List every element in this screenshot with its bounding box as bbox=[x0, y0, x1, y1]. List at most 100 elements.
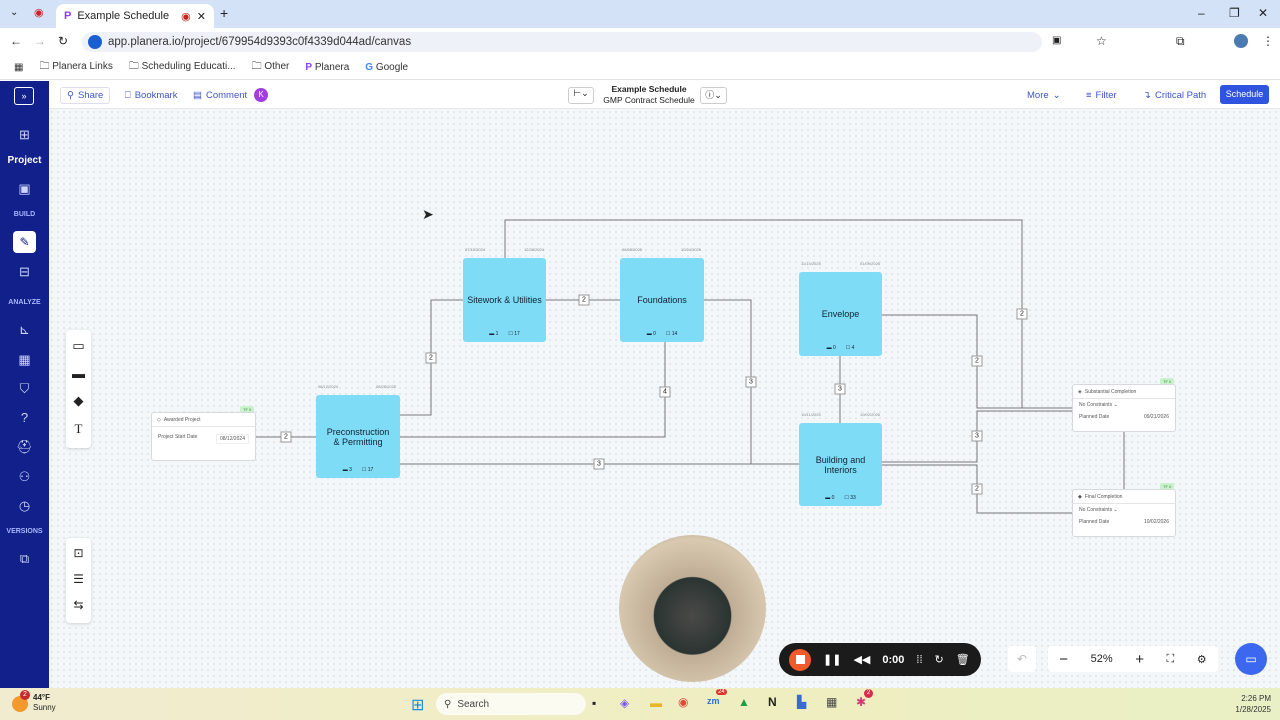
dashboard-icon[interactable]: ▣ bbox=[18, 181, 31, 196]
reroute-icon[interactable]: ⇆ bbox=[73, 598, 84, 612]
bookmark-scheduling[interactable]: 🗀 Scheduling Educati... bbox=[128, 61, 236, 72]
windows-start-icon[interactable]: ⊞ bbox=[411, 697, 425, 714]
taskbar-search[interactable]: ⚲Search bbox=[436, 693, 586, 715]
close-tab-icon[interactable]: ✕ bbox=[196, 10, 206, 23]
task-preconstruction[interactable]: Preconstruction & Permitting ▬ 3☐ 17 bbox=[316, 395, 400, 478]
clipboard-icon[interactable]: ▣ bbox=[1052, 35, 1062, 46]
grid-icon[interactable]: ⊞ bbox=[19, 127, 30, 142]
lag-label[interactable]: 2 bbox=[971, 483, 983, 495]
undo-button[interactable]: ↶ bbox=[1008, 646, 1036, 672]
tab-list-icon[interactable]: ⌄ bbox=[10, 7, 19, 18]
bookmark-google[interactable]: G Google bbox=[365, 62, 409, 73]
slack-icon[interactable]: ✱ bbox=[856, 695, 867, 709]
copilot-icon[interactable]: ◈ bbox=[620, 696, 630, 710]
calculator-icon[interactable]: ▦ bbox=[826, 695, 838, 709]
critical-path-button[interactable]: ↴Critical Path bbox=[1143, 90, 1207, 101]
shield-icon[interactable]: ⛉ bbox=[19, 381, 30, 396]
back-icon[interactable]: ← bbox=[10, 34, 22, 48]
constraint-dropdown[interactable]: No Constraints ⌄ bbox=[1079, 507, 1118, 513]
restore-button[interactable]: ❐ bbox=[1229, 6, 1240, 20]
milestone-tool-icon[interactable]: ◆ bbox=[73, 393, 84, 408]
task-foundations[interactable]: Foundations ▬ 0☐ 14 bbox=[620, 258, 704, 342]
extensions-icon[interactable]: ⧉ bbox=[1176, 34, 1185, 48]
constraint-dropdown[interactable]: No Constraints ⌄ bbox=[1079, 402, 1118, 408]
reload-icon[interactable]: ↻ bbox=[58, 34, 69, 48]
hardhat-icon[interactable]: ⛑ bbox=[16, 439, 33, 454]
user-avatar[interactable]: K bbox=[254, 88, 268, 102]
resource-icon[interactable]: ⚇ bbox=[18, 469, 31, 484]
help-icon[interactable]: ? bbox=[20, 410, 29, 425]
trash-icon[interactable]: 🗑 bbox=[955, 654, 970, 666]
layout-dropdown[interactable]: ⊢⌄ bbox=[568, 87, 594, 104]
table-icon[interactable]: ⊟ bbox=[19, 264, 30, 279]
bookmark-planera-links[interactable]: 🗀 Planera Links bbox=[39, 61, 113, 72]
info-dropdown[interactable]: ⓘ⌄ bbox=[700, 87, 727, 104]
settings-icon[interactable]: ⚙ bbox=[1196, 653, 1207, 666]
rewind-icon[interactable]: ◀◀ bbox=[853, 654, 871, 666]
lag-label[interactable]: 3 bbox=[834, 383, 846, 395]
zoom-app-icon[interactable]: zm bbox=[707, 696, 720, 706]
minimize-button[interactable]: – bbox=[1198, 6, 1205, 20]
text-tool-icon[interactable]: T bbox=[74, 421, 83, 436]
versions-icon[interactable]: ⧉ bbox=[19, 551, 30, 566]
notion-icon[interactable]: N bbox=[768, 695, 777, 709]
more-button[interactable]: More ⌄ bbox=[1027, 90, 1061, 101]
zoom-out-button[interactable]: − bbox=[1059, 650, 1069, 668]
milestone-substantial-completion[interactable]: ◈Substantial Completion No Constraints ⌄… bbox=[1072, 384, 1176, 432]
lag-label[interactable]: 4 bbox=[659, 386, 671, 398]
apps-icon[interactable]: ▦ bbox=[14, 62, 24, 73]
grid-dots-icon[interactable]: ⁞⁞ bbox=[916, 653, 923, 666]
date-field[interactable]: 09/21/2026 bbox=[1143, 414, 1169, 420]
timer-icon[interactable]: ◷ bbox=[18, 498, 31, 513]
lag-label[interactable]: 3 bbox=[745, 376, 757, 388]
lag-label[interactable]: 2 bbox=[971, 355, 983, 367]
file-explorer-icon[interactable]: ▬ bbox=[650, 696, 662, 710]
restart-icon[interactable]: ↻ bbox=[934, 654, 944, 666]
task-envelope[interactable]: Envelope ▬ 0☐ 4 bbox=[799, 272, 882, 356]
lag-label[interactable]: 2 bbox=[425, 352, 437, 364]
gantt-icon[interactable]: ⊾ bbox=[19, 322, 30, 337]
lag-label[interactable]: 2 bbox=[280, 431, 292, 443]
lag-label[interactable]: 3 bbox=[593, 458, 605, 470]
milestone-final-completion[interactable]: ◆Final Completion No Constraints ⌄ Plann… bbox=[1072, 489, 1176, 537]
list-icon[interactable]: ☰ bbox=[73, 572, 84, 586]
recording-icon[interactable]: ◉ bbox=[34, 7, 44, 19]
new-tab-button[interactable]: + bbox=[220, 5, 229, 21]
fit-screen-icon[interactable]: ⛶ bbox=[1166, 652, 1175, 665]
google-drive-icon[interactable]: ▲ bbox=[738, 695, 750, 709]
rectangle-tool-icon[interactable]: ▭ bbox=[72, 338, 85, 353]
task-building-interiors[interactable]: Building and Interiors ▬ 0☐ 33 bbox=[799, 423, 882, 506]
add-card-icon[interactable]: ⊡ bbox=[73, 546, 84, 560]
comment-button[interactable]: ▤Comment bbox=[193, 90, 248, 101]
edit-canvas-icon[interactable]: ✎ bbox=[13, 231, 36, 253]
url-field[interactable]: app.planera.io/project/679954d9393c0f433… bbox=[82, 32, 1042, 52]
chat-support-button[interactable]: ▭ bbox=[1235, 643, 1267, 675]
schedule-button[interactable]: Schedule bbox=[1220, 85, 1269, 104]
bookmark-star-icon[interactable]: ☆ bbox=[1096, 34, 1107, 48]
date-field[interactable]: 10/02/2026 bbox=[1143, 519, 1169, 525]
lag-label[interactable]: 2 bbox=[578, 294, 590, 306]
menu-icon[interactable]: ⋮ bbox=[1262, 34, 1274, 48]
task-view-icon[interactable]: ▪ bbox=[592, 696, 597, 710]
chrome-icon[interactable]: ◉ bbox=[678, 695, 689, 709]
date-field[interactable]: 08/12/2024 bbox=[215, 434, 249, 444]
lag-label[interactable]: 3 bbox=[971, 430, 983, 442]
share-button[interactable]: ⚲Share bbox=[60, 87, 111, 104]
tab-example-schedule[interactable]: P Example Schedule ◉ ✕ bbox=[56, 4, 214, 28]
bookmark-other[interactable]: 🗀 Other bbox=[251, 61, 290, 72]
calendar-icon[interactable]: ▦ bbox=[18, 352, 31, 367]
filter-button[interactable]: ≡Filter bbox=[1086, 90, 1117, 101]
close-window-button[interactable]: ✕ bbox=[1258, 6, 1269, 20]
card-tool-icon[interactable]: ▬ bbox=[72, 366, 85, 381]
forward-icon[interactable]: → bbox=[34, 34, 46, 48]
bookmark-planera[interactable]: P Planera bbox=[305, 62, 350, 73]
expand-sidebar-button[interactable]: » bbox=[14, 87, 34, 105]
remote-desktop-icon[interactable]: ▙ bbox=[797, 695, 807, 709]
weather-icon[interactable] bbox=[12, 696, 28, 712]
lag-label[interactable]: 2 bbox=[1016, 308, 1028, 320]
pause-icon[interactable]: ❚❚ bbox=[823, 654, 842, 666]
profile-avatar[interactable] bbox=[1234, 34, 1248, 48]
